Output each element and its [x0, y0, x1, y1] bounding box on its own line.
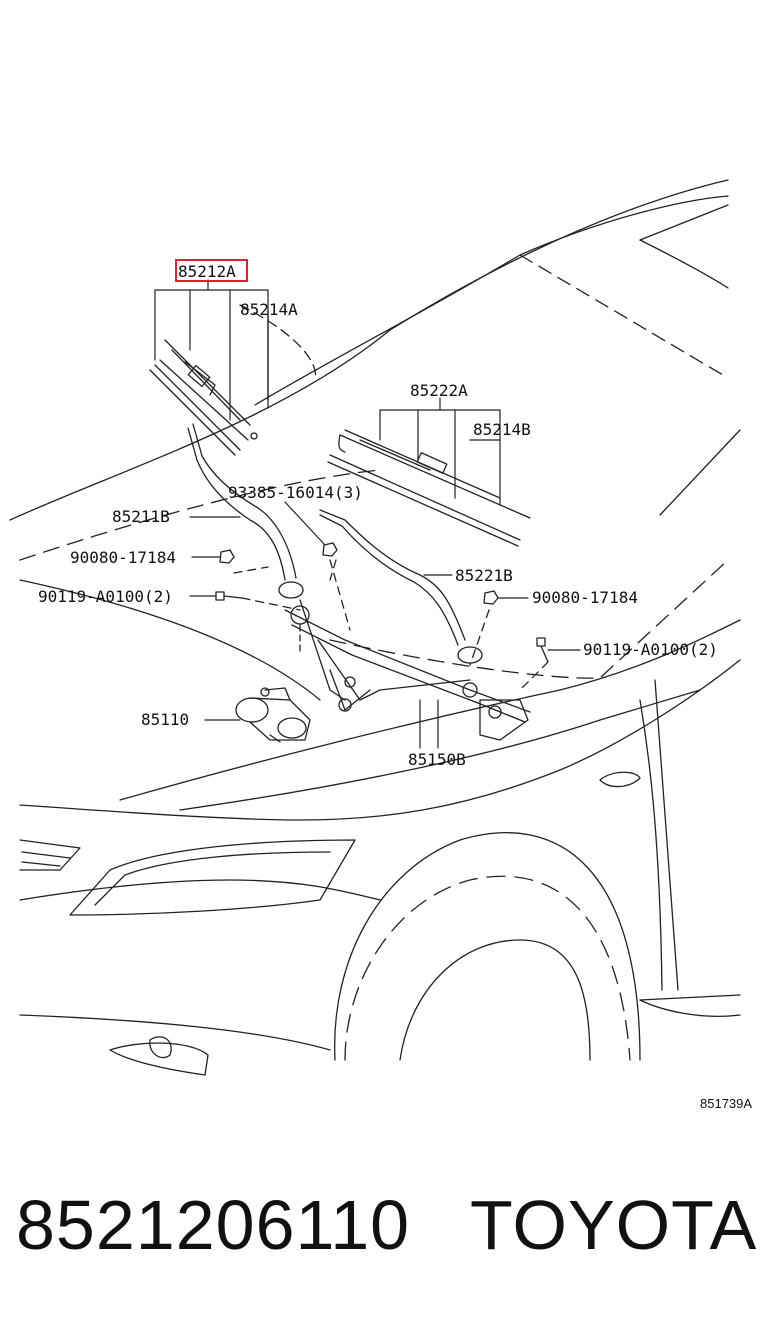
callout-85214a[interactable]: 85214A — [240, 300, 298, 319]
placement-lines — [233, 559, 549, 691]
leader-lines — [154, 279, 581, 749]
callout-85221b[interactable]: 85221B — [455, 566, 513, 585]
callout-90080-17184-left[interactable]: 90080-17184 — [70, 548, 176, 567]
callout-93385-16014[interactable]: 93385-16014(3) — [228, 483, 363, 502]
callout-90080-17184-right[interactable]: 90080-17184 — [532, 588, 638, 607]
brand-name: TOYOTA — [470, 1186, 758, 1264]
wiper-linkage — [284, 599, 531, 741]
right-wiper-blade — [327, 429, 531, 547]
highlight-box — [175, 259, 248, 282]
drawing-number: 851739A — [700, 1096, 752, 1111]
callout-85150b[interactable]: 85150B — [408, 750, 466, 769]
left-wiper-arm — [187, 423, 304, 599]
callout-85212a[interactable]: 85212A — [178, 262, 236, 281]
part-number: 8521206110 — [16, 1186, 411, 1264]
fasteners — [215, 542, 549, 663]
wiper-motor — [235, 687, 311, 743]
car-body-outline — [9, 179, 741, 1076]
callout-85110[interactable]: 85110 — [141, 710, 189, 729]
left-wiper-blade — [149, 339, 258, 456]
callout-90119-a0100-right[interactable]: 90119-A0100(2) — [583, 640, 718, 659]
callouts: 85212A 85214A 85222A 85214B 93385-16014(… — [38, 262, 752, 1111]
callout-90119-a0100-left[interactable]: 90119-A0100(2) — [38, 587, 173, 606]
right-wiper-arm — [319, 509, 483, 664]
callout-85211b[interactable]: 85211B — [112, 507, 170, 526]
callout-85222a[interactable]: 85222A — [410, 381, 468, 400]
callout-85214b[interactable]: 85214B — [473, 420, 531, 439]
